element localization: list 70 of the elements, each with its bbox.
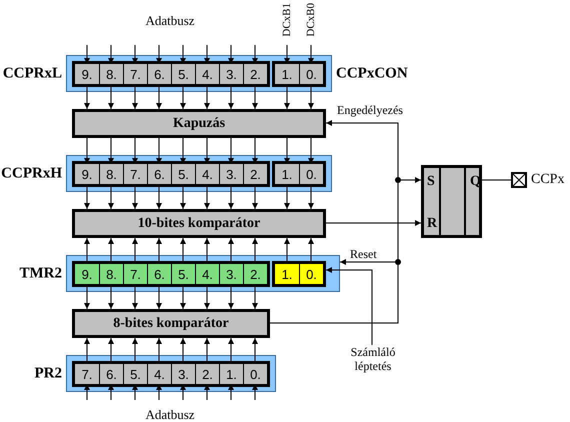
bus-label: Adatbusz	[144, 14, 196, 28]
register-name: TMR2	[20, 266, 62, 282]
bit-cell: 9.	[75, 164, 99, 184]
bit-cell: 3.	[219, 164, 243, 184]
bit-cell: 5.	[171, 164, 195, 184]
bit-cell: 7.	[75, 364, 99, 384]
bit-cell: 6.	[99, 364, 123, 384]
bit-cell: 1.	[275, 264, 299, 284]
bit-cell: 4.	[147, 364, 171, 384]
signal-name: DCxB0	[305, 3, 318, 37]
bit-cell: 9.	[75, 64, 99, 84]
bit-cell: 6.	[147, 64, 171, 84]
bit-cell: 5.	[123, 364, 147, 384]
bit-cell: 1.	[275, 64, 299, 84]
bit-cell: 3.	[171, 364, 195, 384]
signal-label: Számláló léptetés	[343, 345, 403, 375]
flip-flop	[421, 165, 482, 238]
bit-cell: 5.	[171, 264, 195, 284]
pin-name: CCPx	[531, 172, 564, 188]
arrow	[326, 267, 372, 346]
bit-cell: 1.	[275, 164, 299, 184]
bit-cell: 2.	[243, 264, 267, 284]
bit-cell: 0.	[299, 64, 323, 84]
bit-cell: 0.	[299, 264, 323, 284]
comparator-block: 10-bites komparátor	[72, 209, 326, 238]
bit-cell: 1.	[219, 364, 243, 384]
bit-cell: 7.	[123, 64, 147, 84]
bit-group-frame	[272, 61, 326, 87]
register-name: CCPxCON	[336, 66, 408, 82]
bus-label: Adatbusz	[144, 408, 196, 422]
bit-group-frame	[72, 61, 270, 87]
bit-cell: 9.	[75, 264, 99, 284]
bit-cell: 4.	[195, 264, 219, 284]
bit-cell: 4.	[195, 64, 219, 84]
bit-cell: 6.	[147, 164, 171, 184]
register-name: CCPRxH	[1, 166, 62, 182]
register-name: CCPRxL	[2, 66, 62, 82]
edge-label: Engedélyezés	[337, 103, 403, 118]
arrow	[326, 220, 422, 226]
register-box	[66, 255, 340, 292]
bit-group-frame	[72, 261, 270, 287]
bit-cell: 2.	[243, 64, 267, 84]
bit-cell: 3.	[219, 264, 243, 284]
bit-cell: 8.	[99, 264, 123, 284]
bit-cell: 3.	[219, 64, 243, 84]
register-box	[66, 355, 276, 392]
bit-cell: 0.	[299, 164, 323, 184]
bit-cell: 5.	[171, 64, 195, 84]
register-box	[66, 55, 332, 92]
bit-cell: 6.	[147, 264, 171, 284]
bit-group-frame	[272, 161, 326, 187]
gate-block: Kapuzás	[72, 109, 326, 138]
bit-cell: 7.	[123, 164, 147, 184]
output-pin	[511, 172, 527, 188]
bit-cell: 7.	[123, 264, 147, 284]
bit-cell: 4.	[195, 164, 219, 184]
bit-cell: 8.	[99, 164, 123, 184]
bit-group-frame	[72, 161, 270, 187]
signal-name: DCxB1	[281, 3, 294, 37]
register-name: PR2	[34, 366, 62, 382]
bit-cell: 0.	[243, 364, 267, 384]
bit-group-frame	[72, 361, 270, 387]
bit-cell: 2.	[243, 164, 267, 184]
pin-label: S	[427, 174, 435, 190]
bit-group-frame	[272, 261, 326, 287]
pin-label: R	[427, 216, 438, 232]
bit-cell: 8.	[99, 64, 123, 84]
bit-cell: 2.	[195, 364, 219, 384]
comparator-block: 8-bites komparátor	[72, 309, 270, 338]
register-box	[66, 155, 332, 192]
